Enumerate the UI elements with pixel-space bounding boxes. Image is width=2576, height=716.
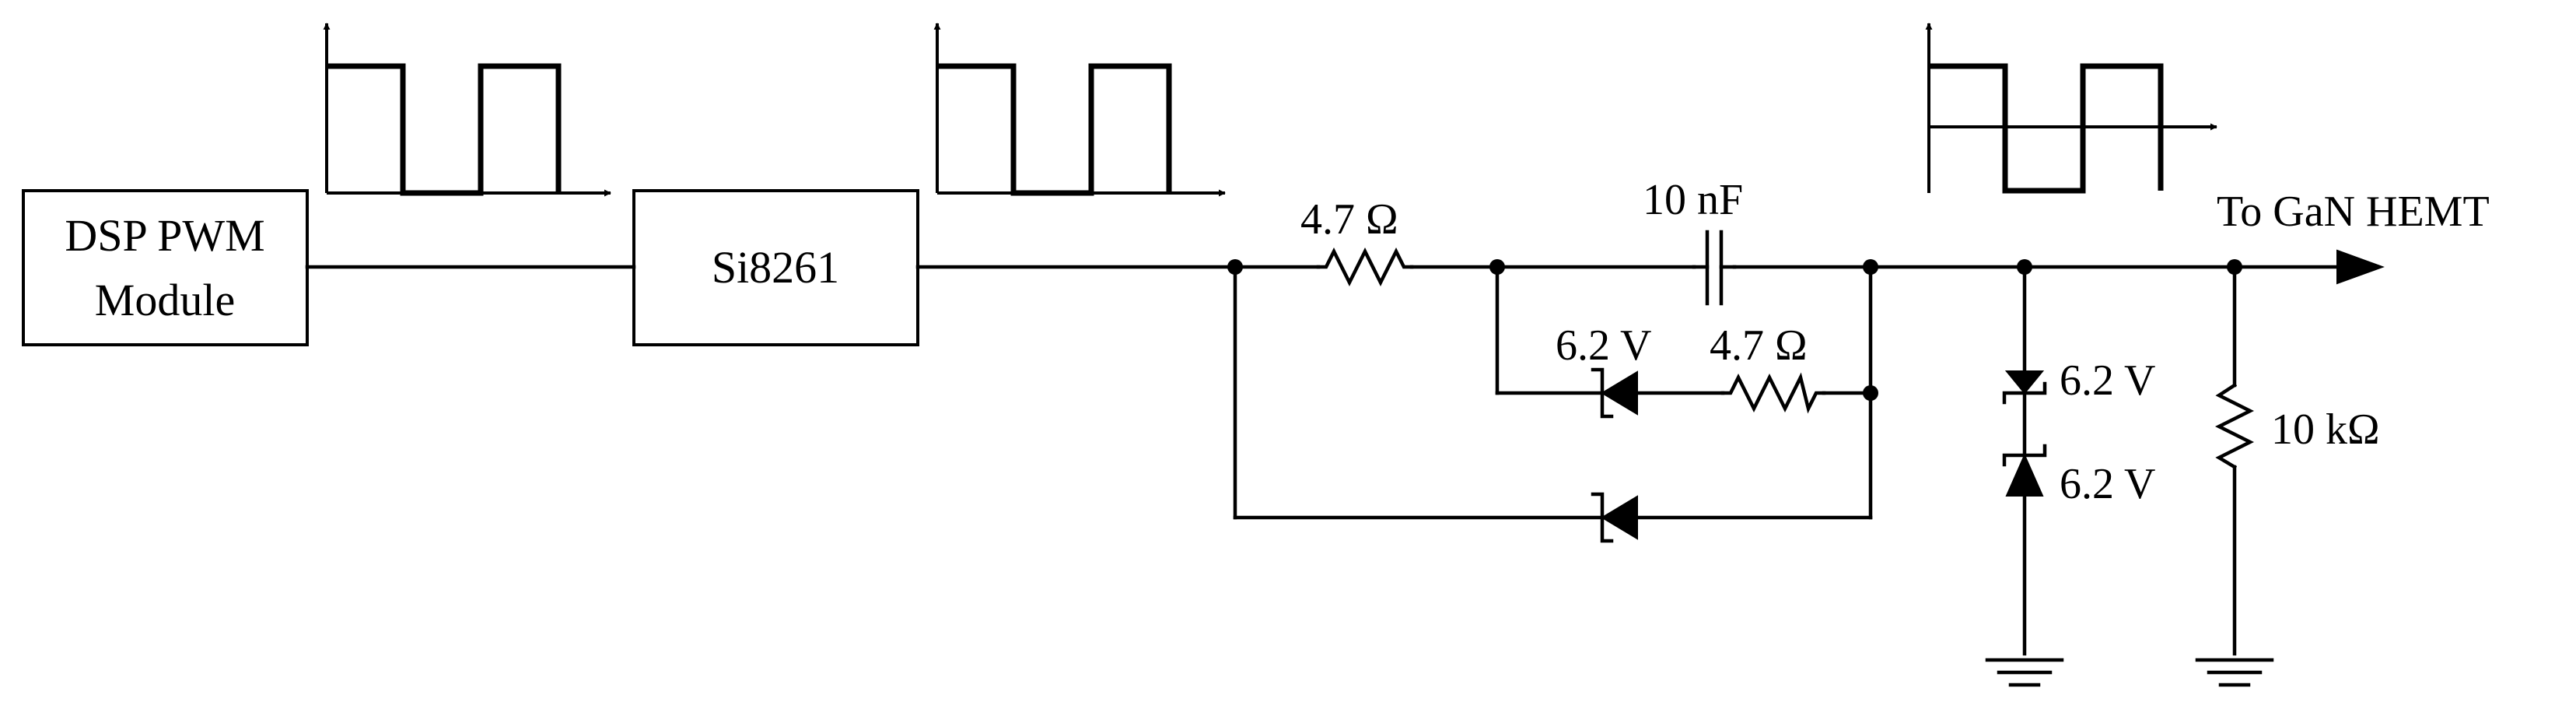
junction-dot (1227, 259, 1243, 275)
waveform-isolator-output (933, 23, 1226, 197)
output-label: To GaN HEMT (2217, 188, 2490, 236)
series-resistor-label: 4.7 Ω (1300, 195, 1398, 244)
branch-zener-label: 6.2 V (1556, 321, 1651, 370)
capacitor-label: 10 nF (1643, 176, 1743, 224)
ground-symbol-zener (1985, 658, 2064, 687)
pulldown-resistor (2214, 265, 2255, 656)
series-resistor (1316, 247, 1414, 287)
waveform-gate-output (1925, 23, 2217, 194)
waveform-isolator-signal (937, 63, 1172, 196)
branch-resistor-label: 4.7 Ω (1710, 321, 1808, 370)
junction-dot (1489, 259, 1505, 275)
waveform-gate-signal (1929, 63, 2164, 194)
isolator-block-label: Si8261 (712, 242, 839, 293)
branch-resistor (1720, 372, 1826, 414)
bottom-zener-label: 6.2 V (2060, 460, 2155, 508)
dsp-block-label-line2: Module (95, 275, 235, 325)
junction-dot (1863, 385, 1878, 401)
branch-zener-diode (1591, 367, 1638, 419)
clamp-zener-stack (2002, 265, 2047, 656)
pulldown-resistor-label: 10 kΩ (2271, 405, 2380, 454)
output-arrow (2336, 249, 2385, 285)
ground-symbol-pulldown (2195, 658, 2274, 687)
si8261-isolator-block: Si8261 (632, 189, 919, 346)
dsp-pwm-module-block: DSP PWM Module (22, 189, 309, 346)
waveform-dsp-output (323, 23, 611, 197)
junction-dot (1863, 259, 1878, 275)
capacitor-10nf (1692, 230, 1737, 306)
waveform-dsp-signal (327, 63, 562, 196)
junction-dot (2227, 259, 2242, 275)
junction-dots (1227, 259, 2242, 401)
dsp-block-label-line1: DSP PWM (65, 210, 264, 261)
bottom-loop-diode (1591, 492, 1638, 543)
junction-dot (2017, 259, 2032, 275)
top-zener-label: 6.2 V (2060, 356, 2155, 405)
